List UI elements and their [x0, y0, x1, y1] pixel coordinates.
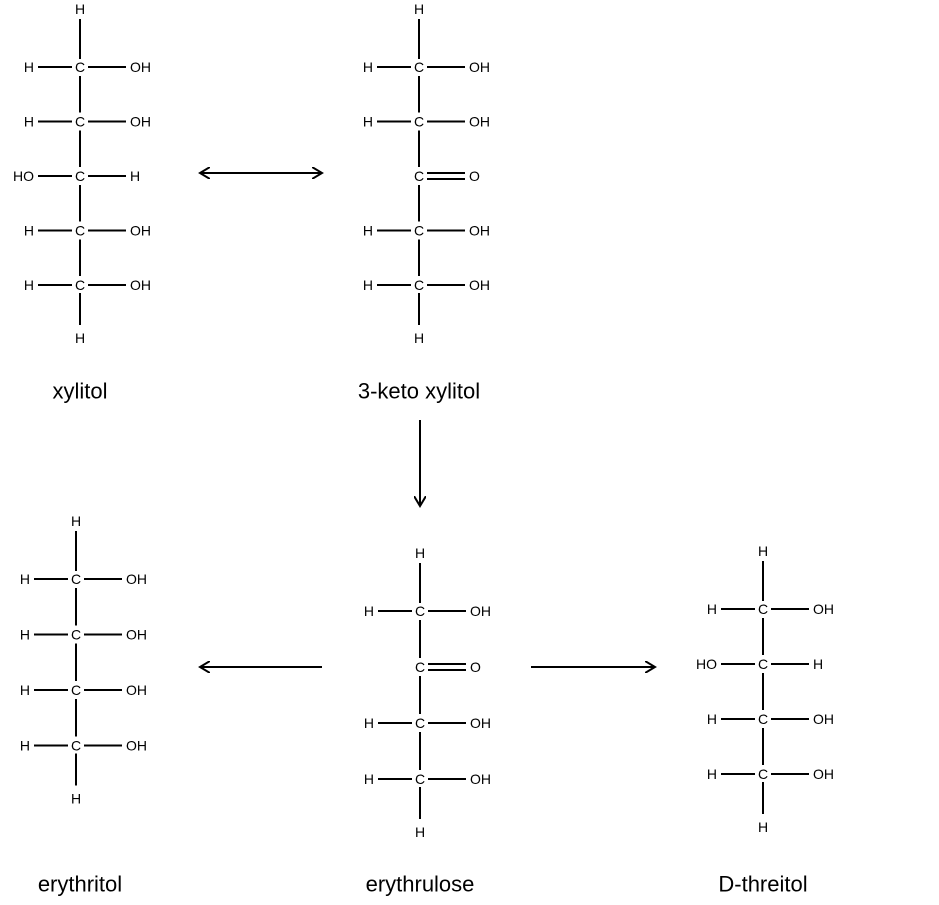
substituent-right: OH [126, 738, 147, 754]
substituent-right: OH [130, 59, 151, 75]
carbon-atom: C [75, 59, 85, 75]
substituent-left: H [20, 627, 30, 643]
carbon-atom: C [75, 277, 85, 293]
substituent-right: O [470, 659, 481, 675]
carbon-atom: C [75, 223, 85, 239]
carbon-atom: C [71, 738, 81, 754]
carbon-atom: C [415, 659, 425, 675]
carbon-atom: C [414, 168, 424, 184]
substituent-right: OH [469, 223, 490, 239]
carbon-atom: C [71, 627, 81, 643]
carbon-atom: C [414, 59, 424, 75]
substituent-left: H [20, 738, 30, 754]
terminal-h-bottom: H [414, 330, 424, 346]
carbon-atom: C [75, 168, 85, 184]
molecule-name: erythrulose [366, 872, 475, 897]
substituent-left: H [364, 715, 374, 731]
carbon-atom: C [71, 571, 81, 587]
substituent-left: H [20, 571, 30, 587]
molecule-name: D-threitol [718, 872, 807, 897]
substituent-right: OH [130, 114, 151, 130]
carbon-atom: C [415, 603, 425, 619]
terminal-h-top: H [71, 513, 81, 529]
substituent-left: H [24, 223, 34, 239]
substituent-left: H [24, 277, 34, 293]
arrows-layer [200, 173, 655, 667]
molecule-name: 3-keto xylitol [358, 379, 480, 404]
substituent-right: OH [469, 277, 490, 293]
substituent-left: H [707, 601, 717, 617]
carbon-atom: C [758, 766, 768, 782]
molecule-name: xylitol [52, 379, 107, 404]
carbon-atom: C [414, 277, 424, 293]
terminal-h-top: H [414, 1, 424, 17]
substituent-right: OH [813, 766, 834, 782]
substituent-right: OH [126, 627, 147, 643]
carbon-atom: C [415, 715, 425, 731]
carbon-atom: C [758, 656, 768, 672]
substituent-right: OH [126, 682, 147, 698]
substituent-left: H [363, 59, 373, 75]
substituent-right: OH [469, 59, 490, 75]
molecule-3-keto-xylitol: H C H OH C H OH C O C H OH C H OH H 3-keto xylitol [358, 1, 490, 404]
substituent-left: H [363, 277, 373, 293]
substituent-right: O [469, 168, 480, 184]
substituent-left: H [364, 603, 374, 619]
substituent-right: OH [813, 711, 834, 727]
substituent-right: H [813, 656, 823, 672]
substituent-right: OH [470, 603, 491, 619]
substituent-left: H [363, 114, 373, 130]
substituent-right: H [130, 168, 140, 184]
substituent-right: OH [469, 114, 490, 130]
carbon-atom: C [758, 601, 768, 617]
carbon-atom: C [415, 771, 425, 787]
substituent-left: H [707, 711, 717, 727]
substituent-left: H [363, 223, 373, 239]
substituent-left: HO [13, 168, 34, 184]
substituent-right: OH [470, 715, 491, 731]
terminal-h-bottom: H [75, 330, 85, 346]
terminal-h-bottom: H [758, 819, 768, 835]
substituent-left: H [20, 682, 30, 698]
terminal-h-bottom: H [415, 824, 425, 840]
substituent-right: OH [813, 601, 834, 617]
substituent-right: OH [130, 223, 151, 239]
substituent-right: OH [126, 571, 147, 587]
terminal-h-top: H [75, 1, 85, 17]
carbon-atom: C [414, 114, 424, 130]
substituent-left: HO [696, 656, 717, 672]
terminal-h-top: H [758, 543, 768, 559]
terminal-h-top: H [415, 545, 425, 561]
substituent-left: H [707, 766, 717, 782]
substituent-left: H [364, 771, 374, 787]
substituent-right: OH [130, 277, 151, 293]
carbon-atom: C [414, 223, 424, 239]
carbon-atom: C [75, 114, 85, 130]
substituent-left: H [24, 114, 34, 130]
carbon-atom: C [758, 711, 768, 727]
substituent-right: OH [470, 771, 491, 787]
terminal-h-bottom: H [71, 791, 81, 807]
substituent-left: H [24, 59, 34, 75]
carbon-atom: C [71, 682, 81, 698]
molecule-name: erythritol [38, 872, 122, 897]
